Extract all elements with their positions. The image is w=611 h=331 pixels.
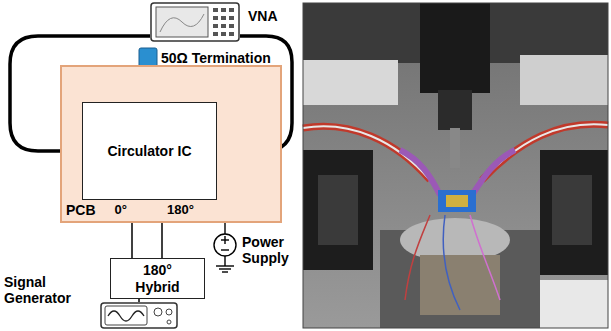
power-supply-symbol bbox=[214, 223, 236, 272]
box-label: 180° Hybrid bbox=[128, 262, 188, 294]
instrument-icon bbox=[100, 302, 178, 329]
phase-label: 180° bbox=[166, 203, 195, 218]
power-supply-label: Power Supply bbox=[242, 234, 298, 266]
board-label: PCB bbox=[66, 202, 96, 218]
instrument-label: Signal Generator bbox=[4, 274, 92, 306]
signal-generator: Signal Generator bbox=[100, 302, 178, 329]
circulator-ic: Circulator IC bbox=[82, 102, 217, 200]
hybrid-coupler: 180° Hybrid bbox=[110, 258, 205, 299]
instrument-icon bbox=[150, 2, 240, 42]
vna-instrument: VNA bbox=[150, 2, 240, 42]
phase-label: 0° bbox=[114, 203, 128, 218]
wire bbox=[138, 299, 140, 302]
termination-label: 50Ω Termination bbox=[161, 50, 271, 66]
probe-station-photo bbox=[303, 3, 608, 328]
instrument-label: VNA bbox=[248, 8, 278, 24]
box-label: Circulator IC bbox=[107, 143, 191, 159]
pcb-board: PCB Circulator IC bbox=[60, 65, 282, 223]
box-text: 180° Hybrid bbox=[111, 259, 204, 298]
box-text: Circulator IC bbox=[83, 103, 216, 199]
